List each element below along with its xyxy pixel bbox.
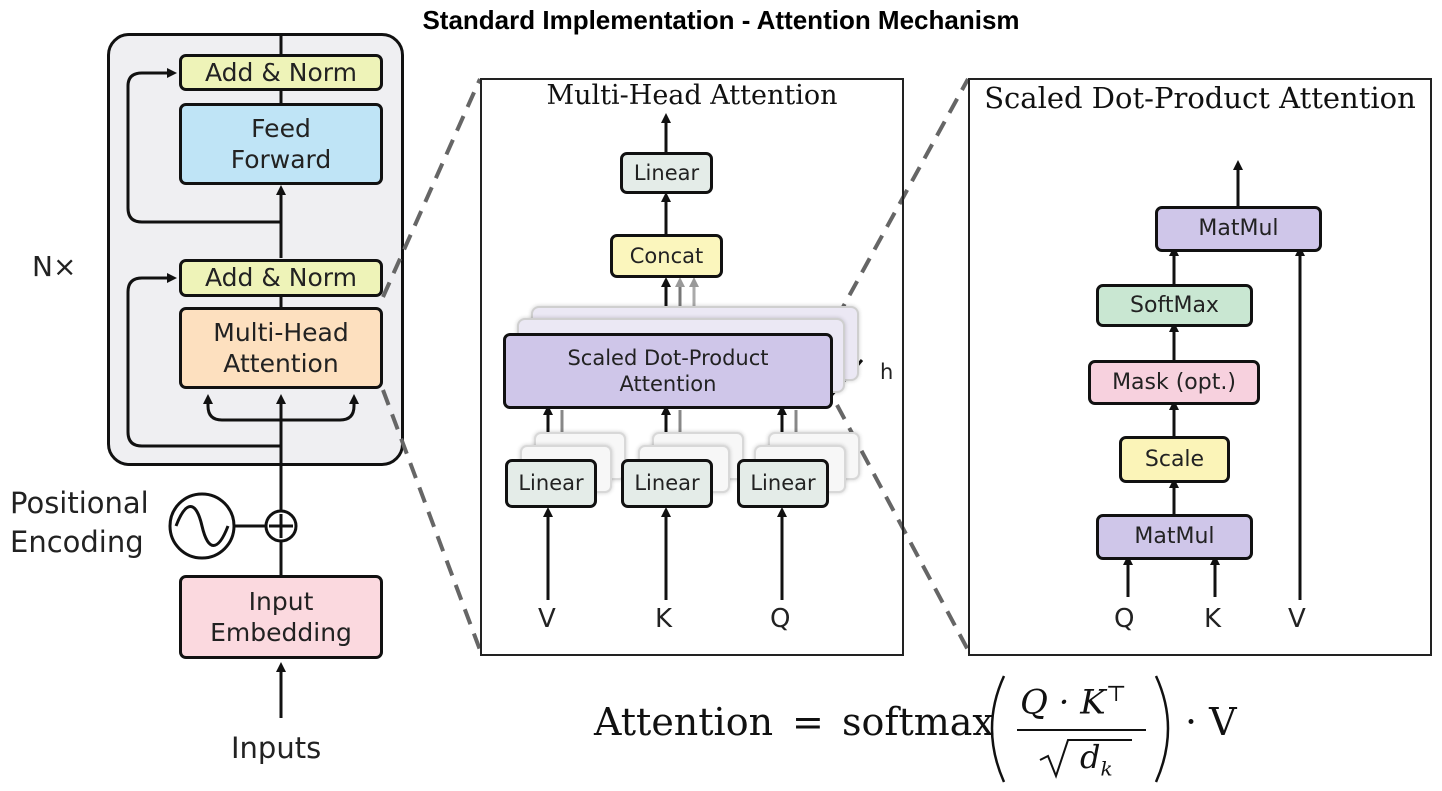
input-v-label: V (538, 604, 556, 634)
linear-output-block: Linear (620, 152, 713, 194)
formula-lhs: Attention (594, 700, 774, 744)
linear-v-block: Linear (505, 459, 597, 508)
concat-block: Concat (610, 234, 723, 278)
input-q-label: Q (770, 604, 791, 634)
positional-encoding-label: Positional Encoding (10, 486, 149, 560)
linear-k-block: Linear (621, 459, 713, 508)
formula-numerator-sup: ⊤ (1105, 682, 1127, 707)
formula-denominator: dk (1080, 738, 1113, 780)
formula-numerator: Q · K⊤ (1020, 682, 1126, 722)
softmax-block: SoftMax (1096, 284, 1253, 327)
scale-block: Scale (1119, 436, 1230, 483)
heads-label: h (880, 360, 894, 384)
formula-tail: · V (1185, 700, 1237, 744)
multi-head-panel-title: Multi-Head Attention (546, 80, 838, 111)
sdpa-input-v-label: V (1288, 604, 1306, 634)
add-norm-top-block: Add & Norm (179, 54, 383, 91)
zoom-line (381, 78, 482, 298)
repeat-label: N× (32, 250, 77, 283)
matmul-top-block: MatMul (1155, 206, 1322, 252)
feed-forward-block: Feed Forward (179, 103, 383, 185)
formula-softmax: softmax (842, 700, 994, 744)
input-embedding-block: Input Embedding (179, 575, 383, 659)
multi-head-attention-block: Multi-Head Attention (179, 307, 383, 389)
formula-equals: = (792, 700, 824, 744)
sdpa-input-k-label: K (1204, 604, 1222, 634)
input-k-label: K (655, 604, 673, 634)
multi-head-panel (480, 78, 904, 656)
mask-block: Mask (opt.) (1088, 360, 1260, 405)
scaled-dot-product-block: Scaled Dot-Product Attention (503, 333, 833, 409)
formula-numerator-text: Q · K (1020, 682, 1106, 723)
linear-q-block: Linear (737, 459, 829, 508)
matmul-bottom-block: MatMul (1096, 514, 1253, 560)
formula-denominator-sub: k (1100, 756, 1113, 781)
formula-denominator-text: d (1080, 738, 1101, 776)
inputs-label: Inputs (231, 731, 322, 765)
sdpa-panel-title: Scaled Dot-Product Attention (984, 81, 1416, 115)
add-norm-bottom-block: Add & Norm (179, 259, 383, 297)
zoom-line (381, 389, 482, 651)
page-title: Standard Implementation - Attention Mech… (422, 5, 1020, 35)
sdpa-panel (968, 78, 1432, 656)
sdpa-input-q-label: Q (1114, 604, 1135, 634)
